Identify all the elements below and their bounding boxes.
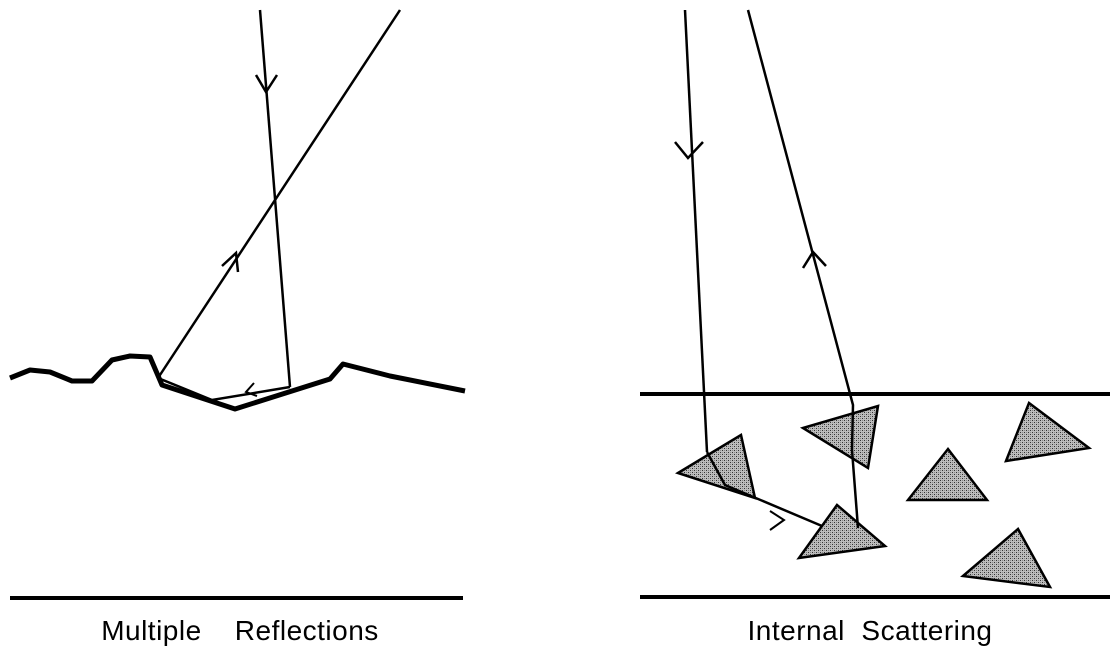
caption-internal-scattering: Internal Scattering [747,615,993,646]
internal-arrow-icon [769,510,786,531]
particle-2 [799,404,880,471]
incident-arrow-icon [254,74,279,95]
reflected-arrow-icon [221,250,240,273]
exit-arrow-icon [801,249,827,269]
incident-arrow-right-icon [674,141,704,160]
caption-multiple-reflections: Multiple Reflections [101,615,379,646]
particle-3 [905,446,990,502]
exit-ray [746,9,860,529]
pit-arrow-icon [244,382,258,397]
internal-scattering-panel [640,9,1110,599]
particle-6 [960,527,1053,589]
pit-reflection-path [157,376,291,402]
reflected-ray [156,9,402,379]
incident-ray-right [683,9,709,453]
particle-1 [675,433,757,500]
multiple-reflections-panel [9,9,466,600]
particle-4 [1004,401,1093,463]
rough-surface [9,353,466,412]
internal-scatter-path [705,451,823,528]
particle-5 [796,503,888,560]
